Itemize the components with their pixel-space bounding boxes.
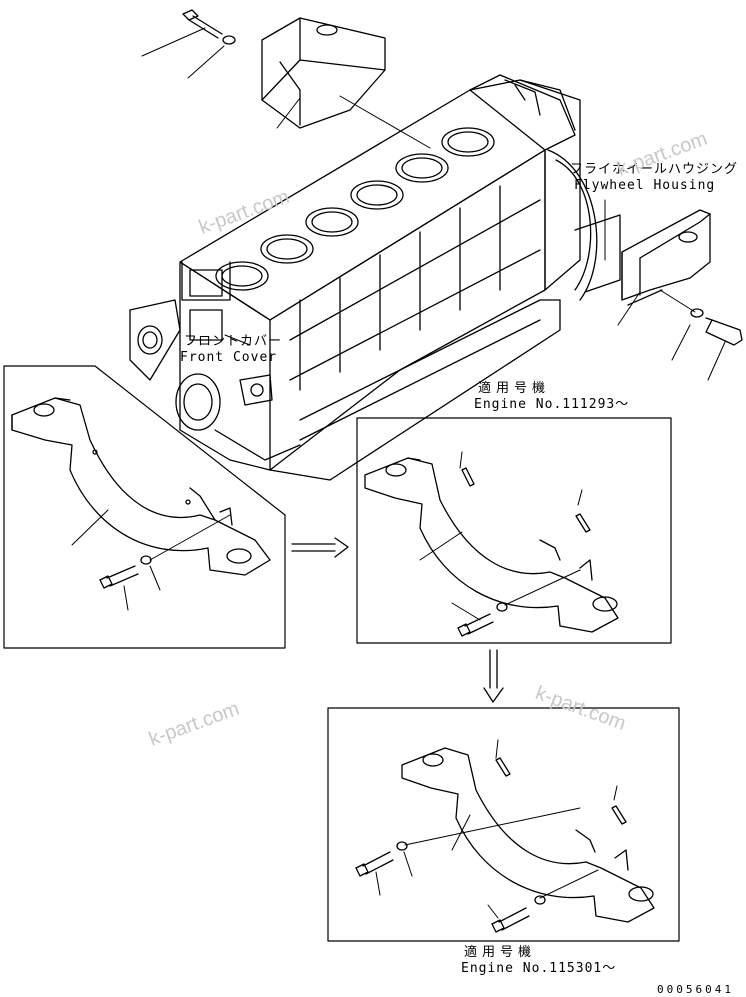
right-bracket	[621, 209, 711, 306]
front-bracket-v3	[401, 747, 655, 923]
front-cover-label-en: Front Cover	[180, 350, 278, 365]
right-bolt	[690, 308, 743, 346]
front-bracket-v1	[11, 397, 271, 576]
box2-bolt	[457, 602, 508, 637]
top-bracket	[261, 17, 386, 129]
front-cover-label-jp: フロントカバー	[184, 334, 283, 349]
flywheel-housing-label-en: Flywheel Housing	[574, 178, 716, 193]
flywheel-housing-label-jp: フライホイールハウジング	[570, 162, 739, 177]
front-bracket-v2	[364, 457, 619, 633]
serial-range-2-label-jp: 適用号機	[464, 945, 537, 960]
serial-range-1-label-jp: 適用号機	[478, 381, 551, 396]
serial-range-1-label-en: Engine No.111293～	[474, 397, 630, 412]
box3-bolts	[355, 841, 546, 933]
arrow-down	[483, 649, 504, 703]
detail-box-2	[356, 417, 672, 644]
detail-box-1	[3, 365, 286, 649]
detail-box-3	[327, 707, 680, 942]
arrow-right	[291, 537, 349, 558]
top-bolt	[182, 9, 236, 45]
cylinder-block	[129, 74, 621, 481]
drawing-number: 00056041	[657, 983, 734, 996]
box2-pins	[461, 467, 591, 533]
serial-range-2-label-en: Engine No.115301～	[461, 961, 617, 976]
box1-bolt	[99, 555, 152, 589]
box3-pins	[495, 757, 627, 825]
